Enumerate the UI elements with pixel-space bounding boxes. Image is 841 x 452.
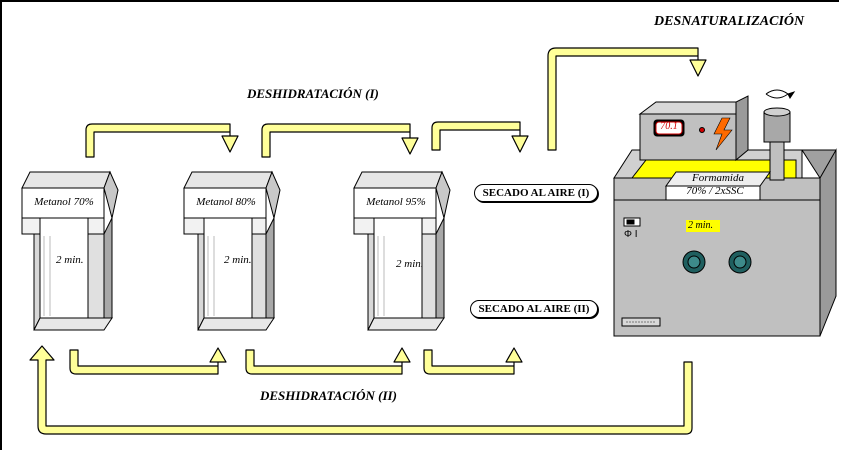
- title-deshidratacion-2: DESHIDRATACIÓN (II): [260, 388, 397, 404]
- arrow-dehyd2-1: [70, 348, 226, 374]
- bath-temperature-display: 70.1: [656, 121, 682, 132]
- jar-3-label: Metanol 95%: [356, 196, 436, 208]
- arrow-dehyd1-2: [262, 124, 418, 157]
- arrow-dehyd1-1: [86, 124, 238, 157]
- arrow-dehyd1-3: [432, 122, 528, 152]
- title-deshidratacion-1: DESHIDRATACIÓN (I): [247, 86, 379, 102]
- bath-solution-line1: Formamida: [676, 172, 760, 184]
- jar-1-label: Metanol 70%: [24, 196, 104, 208]
- bath-switch-label: Φ I: [624, 229, 638, 240]
- jar-1-time: 2 min.: [56, 254, 84, 266]
- bath-time: 2 min.: [688, 220, 713, 231]
- secado-aire-2-badge: SECADO AL AIRE (II): [470, 300, 598, 318]
- arrow-dehyd2-3: [424, 348, 522, 374]
- jar-3-time: 2 min.: [396, 258, 424, 270]
- water-bath: [614, 90, 836, 336]
- jar-2-time: 2 min.: [224, 254, 252, 266]
- jar-2-label: Metanol 80%: [186, 196, 266, 208]
- bath-solution-line2: 70% / 2xSSC: [668, 185, 762, 197]
- title-desnaturalizacion: DESNATURALIZACIÓN: [654, 14, 804, 30]
- secado-aire-1-badge: SECADO AL AIRE (I): [474, 184, 598, 202]
- arrow-dehyd2-2: [246, 348, 410, 374]
